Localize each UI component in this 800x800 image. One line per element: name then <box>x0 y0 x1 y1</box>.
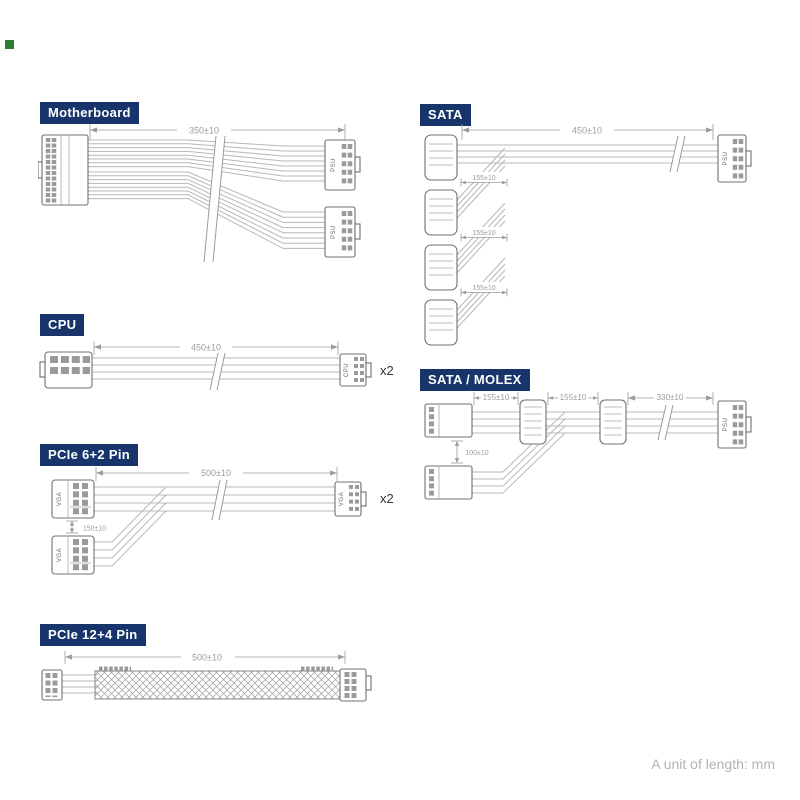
motherboard-length-dimension: 350±10 <box>89 123 346 140</box>
sata-connector <box>424 189 458 236</box>
section-label-pcie-12plus4: PCIe 12+4 Pin <box>40 624 146 646</box>
pcie-6plus2-length-text: 500±10 <box>201 468 231 478</box>
sense-pin-connector <box>41 669 63 701</box>
cable-break-icon <box>657 404 674 441</box>
section-label-pcie-6plus2: PCIe 6+2 Pin <box>40 444 138 466</box>
sata-molex-dimension: 155±10 <box>547 391 599 405</box>
sata-spacing-dimension: 155±10 <box>460 172 508 187</box>
pcie-12plus4-cable-diagram: 500±10 <box>41 650 372 702</box>
sata-molex-dim-text: 155±10 <box>560 393 587 402</box>
cable-break-icon <box>203 135 226 263</box>
sata-connector <box>424 244 458 291</box>
sata-connector <box>424 299 458 346</box>
motherboard-cable-diagram: PSU PSU 350±10 <box>38 123 361 263</box>
psu-connector-label: PSU <box>723 152 729 166</box>
atx-24pin-connector <box>38 134 89 206</box>
sata-length-dimension: 450±10 <box>461 123 714 140</box>
cpu-cable-diagram: CPU 450±10 x2 <box>39 340 394 391</box>
cable-break-icon <box>211 479 228 521</box>
sata-molex-cable-diagram: PSU 155±10 155±10 <box>424 391 752 500</box>
sata-length-text: 450±10 <box>572 126 602 136</box>
pcie-6plus2-cable-diagram: VGA VGA VGA 500±10 <box>51 466 394 575</box>
sata-spacing-dimension: 155±10 <box>460 282 508 297</box>
sata-spacing-text: 155±10 <box>472 175 495 182</box>
psu-connector-label: PSU <box>331 158 337 172</box>
inline-sata-connector <box>519 399 547 445</box>
cpu-quantity-multiplier: x2 <box>380 363 394 378</box>
cable-break-icon <box>669 135 686 173</box>
psu-connector: PSU <box>324 139 361 191</box>
molex-branch-dim-text: 100±10 <box>465 450 488 457</box>
pcie-6plus2-wires <box>94 486 335 567</box>
sata-wires <box>456 144 718 329</box>
vga-connector-label: VGA <box>339 492 345 506</box>
section-label-sata: SATA <box>420 104 471 126</box>
cpu-length-text: 450±10 <box>191 343 221 353</box>
pcie-12plus4-wires <box>62 674 98 694</box>
cpu-8pin-connector <box>39 351 93 389</box>
pcie-12plus4-length-dimension: 500±10 <box>64 650 346 664</box>
cable-break-icon <box>209 352 226 391</box>
psu-connector-label: PSU <box>723 418 729 432</box>
section-label-motherboard: Motherboard <box>40 102 139 124</box>
vga-psu-side-connector: VGA <box>334 481 367 517</box>
unit-note: A unit of length: mm <box>651 756 775 772</box>
motherboard-length-text: 350±10 <box>189 126 219 136</box>
psu-connector: PSU <box>324 206 361 258</box>
sata-spacing-dimension: 155±10 <box>460 227 508 242</box>
sata-cable-diagram: PSU 450±10 155±10 155±10 <box>424 123 752 346</box>
psu-connector: PSU <box>717 134 752 183</box>
cpu-psu-side-connector: CPU <box>339 353 372 387</box>
sata-molex-dimension: 155±10 <box>473 391 519 405</box>
sata-spacing-text: 155±10 <box>472 285 495 292</box>
pcie-12plus4-psu-side-connector <box>339 668 372 702</box>
sata-molex-wires <box>472 411 718 494</box>
braided-sleeve <box>94 666 341 700</box>
vga-6plus2-connector: VGA <box>51 535 95 575</box>
inline-sata-connector <box>599 399 627 445</box>
pcie-6plus2-length-dimension: 500±10 <box>95 466 338 481</box>
motherboard-wires <box>88 139 325 249</box>
sata-spacing-text: 155±10 <box>472 230 495 237</box>
vga-6plus2-connector: VGA <box>51 479 95 519</box>
sata-molex-dim-text: 330±10 <box>657 393 684 402</box>
pcie-6plus2-branch-text: 150±10 <box>83 526 106 533</box>
section-label-sata-molex: SATA / MOLEX <box>420 369 530 391</box>
vga-connector-label: VGA <box>57 548 63 562</box>
cpu-length-dimension: 450±10 <box>93 340 339 355</box>
section-label-cpu: CPU <box>40 314 85 336</box>
psu-connector-label: PSU <box>331 225 337 239</box>
cpu-connector-label: CPU <box>344 363 350 377</box>
pcie-12plus4-length-text: 500±10 <box>192 653 222 663</box>
pcie-6plus2-branch-dimension: 150±10 <box>66 520 111 534</box>
sata-molex-dimension: 330±10 <box>627 391 714 405</box>
psu-connector: PSU <box>717 400 752 449</box>
sata-connector <box>424 134 458 181</box>
vga-connector-label: VGA <box>57 492 63 506</box>
corner-marker <box>5 40 14 49</box>
sata-molex-dim-text: 155±10 <box>483 393 510 402</box>
molex-connector <box>424 403 473 438</box>
molex-branch-dimension: 100±10 <box>451 440 492 464</box>
pcie-6plus2-quantity-multiplier: x2 <box>380 491 394 506</box>
molex-connector <box>424 465 473 500</box>
